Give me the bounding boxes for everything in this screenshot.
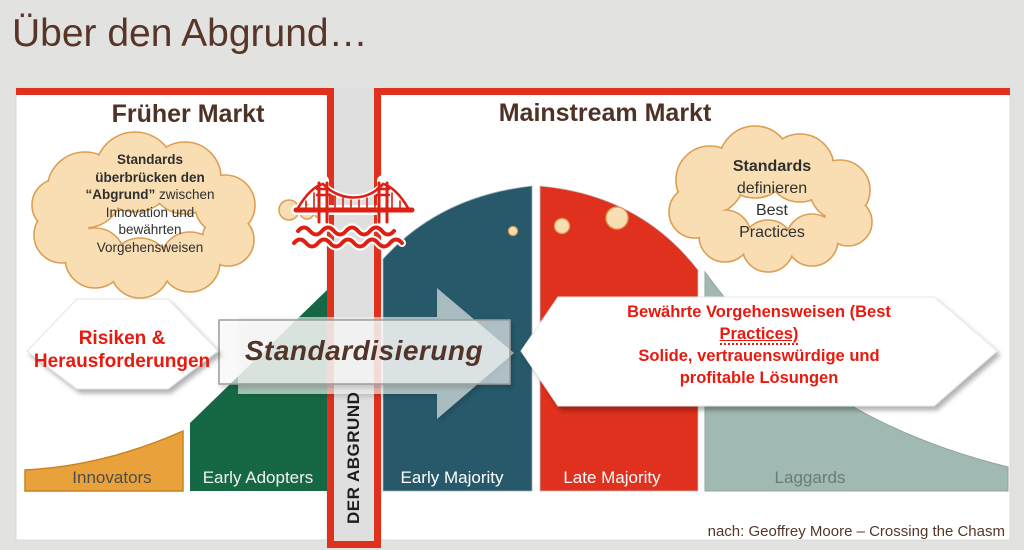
left-cloud-line6: Vorgehensweisen — [96, 239, 204, 255]
left-cloud-line3: “Abgrund” zwischen — [85, 187, 215, 202]
standardization-box — [218, 319, 511, 385]
risks-callout-text: Risiken & Herausforderungen — [33, 328, 211, 372]
source-caption: nach: Geoffrey Moore – Crossing the Chas… — [707, 523, 1005, 540]
left-cloud-line2: überbrücken den — [95, 169, 205, 185]
best-practices-text: Bewährte Vorgehensweisen (Best Practices… — [627, 303, 891, 387]
early-adopters-label: Early Adopters — [202, 468, 314, 487]
left-cloud-line1: Standards — [116, 152, 184, 167]
risks-callout-shape — [26, 298, 219, 390]
early-majority-label: Early Majority — [400, 468, 504, 487]
chasm-label: DER ABGRUND — [344, 391, 363, 525]
late-majority-label: Late Majority — [563, 468, 661, 487]
page-title: Über den Abgrund… — [12, 12, 368, 55]
right-thought-trail-dots — [507, 206, 629, 237]
innovators-segment — [24, 429, 184, 492]
mainstream-market-top-border — [381, 88, 1010, 95]
right-cloud-line3: Best — [755, 202, 788, 219]
right-cloud-text: Standards definieren Best Practices — [682, 156, 862, 244]
right-cloud-line1: Standards — [732, 158, 812, 175]
right-cloud-line2: definieren — [736, 180, 808, 197]
early-market-top-border — [16, 88, 327, 95]
left-cloud-text: Standards überbrücken den “Abgrund” zwis… — [50, 151, 250, 256]
mainstream-market-heading: Mainstream Markt — [498, 99, 712, 127]
right-thought-cloud — [668, 125, 873, 273]
right-cloud-line4: Practices — [739, 224, 805, 241]
innovators-label: Innovators — [72, 468, 152, 487]
left-thought-cloud — [31, 131, 256, 299]
laggards-label: Laggards — [774, 468, 846, 487]
standardization-label: Standardisierung — [244, 335, 484, 366]
left-cloud-line5: bewährten — [118, 222, 182, 237]
early-market-heading: Früher Markt — [111, 100, 265, 128]
best-practices-callout-shape — [520, 296, 998, 407]
left-cloud-line4: Innovation und — [105, 204, 195, 220]
bridge-icon — [290, 175, 417, 251]
